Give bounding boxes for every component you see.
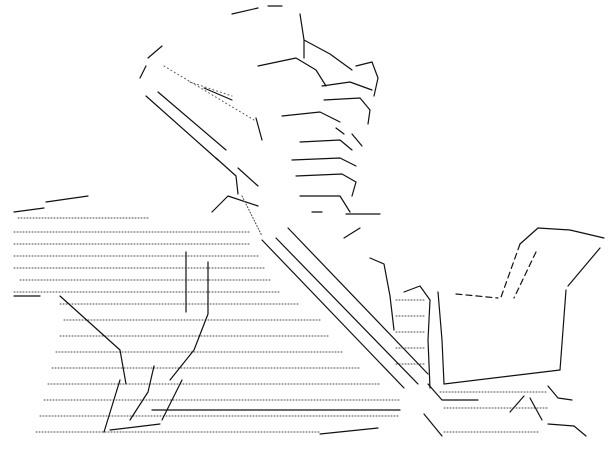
sword-blade <box>241 195 429 389</box>
right-figure <box>319 227 605 437</box>
lying-figure-body <box>13 195 401 433</box>
figure-arm <box>139 45 259 213</box>
figure-head <box>231 5 381 239</box>
